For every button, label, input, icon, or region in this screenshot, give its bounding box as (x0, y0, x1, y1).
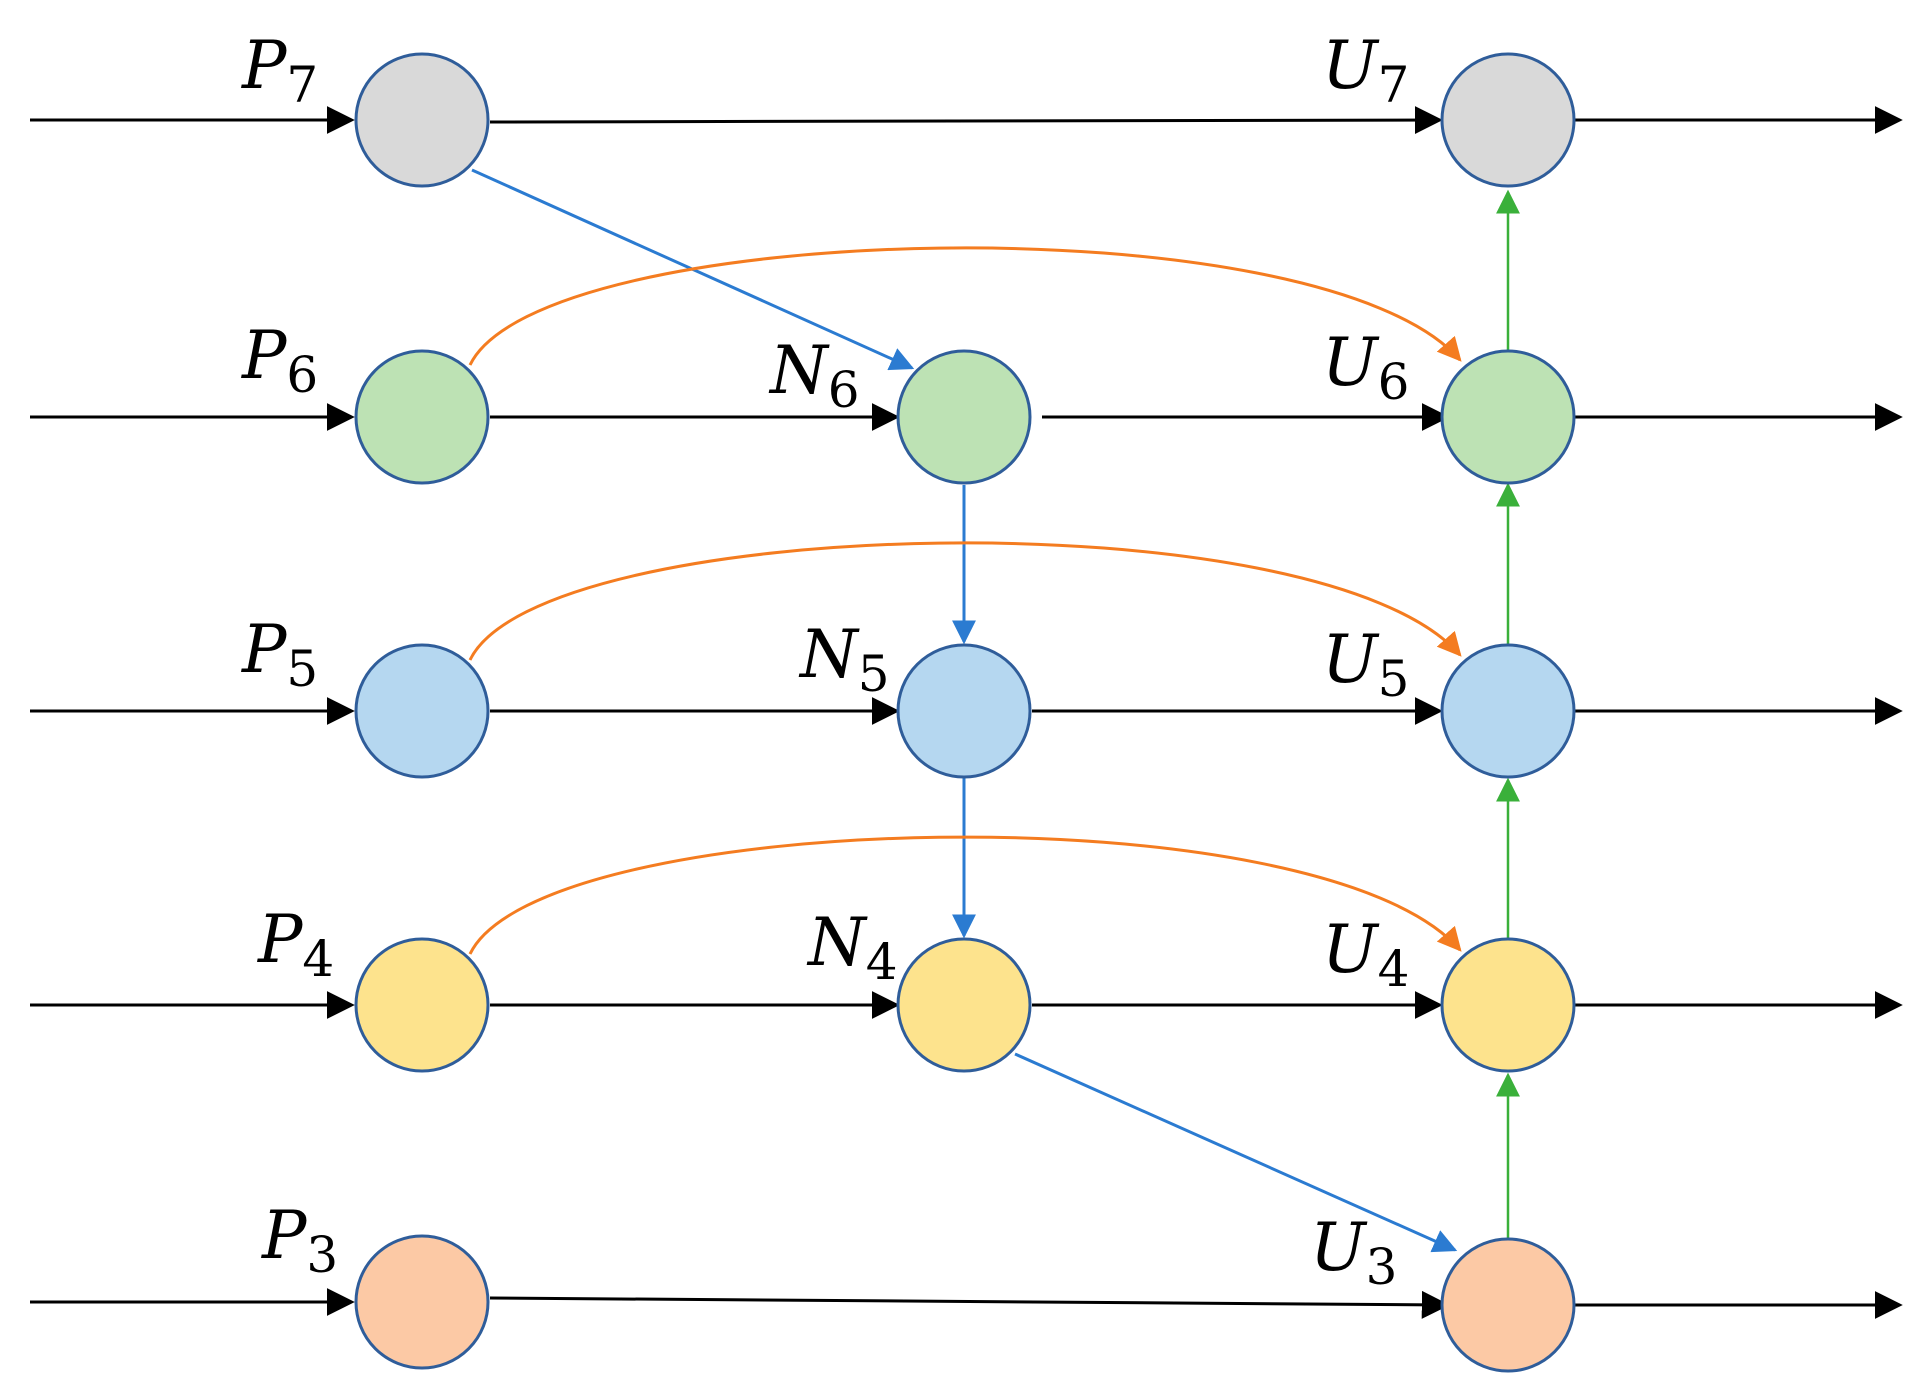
label-u6: U6 (1322, 324, 1409, 411)
node-n5 (896, 643, 1032, 779)
node-u3 (1440, 1237, 1576, 1373)
label-n6: N6 (768, 332, 860, 419)
label-u7: U7 (1322, 27, 1409, 114)
node-n4 (896, 937, 1032, 1073)
labels: P7 P6 P5 P4 P3 N6 N5 N4 U7 U6 U5 U4 U3 (241, 27, 1409, 1296)
arrow-p3-u3 (489, 1290, 1450, 1319)
label-p5: P5 (241, 611, 318, 698)
label-p3: P3 (261, 1197, 338, 1284)
node-p3 (354, 1234, 490, 1370)
horizontal-arrows (30, 106, 1903, 1319)
node-p6 (354, 349, 490, 485)
label-u4: U4 (1322, 911, 1409, 998)
label-p7: P7 (241, 27, 318, 114)
label-p4: P4 (257, 901, 334, 988)
label-u5: U5 (1322, 621, 1409, 708)
skip-connections (468, 246, 1462, 955)
node-u7 (1440, 52, 1576, 188)
node-p4 (354, 937, 490, 1073)
node-n6 (896, 349, 1032, 485)
arrow-p6-u6 (468, 246, 1462, 366)
node-p7 (354, 52, 490, 188)
nodes (354, 52, 1576, 1373)
node-u4 (1440, 937, 1576, 1073)
label-u3: U3 (1310, 1209, 1397, 1296)
node-u6 (1440, 349, 1576, 485)
label-p6: P6 (241, 317, 318, 404)
label-n5: N5 (798, 616, 890, 703)
arrow-p7-u7 (489, 106, 1443, 135)
label-n4: N4 (806, 904, 898, 991)
node-u5 (1440, 643, 1576, 779)
node-p5 (354, 643, 490, 779)
arrow-p5-u5 (468, 541, 1462, 661)
arrow-p4-u4 (468, 835, 1462, 955)
arrow-n4-u3 (1014, 1052, 1458, 1253)
